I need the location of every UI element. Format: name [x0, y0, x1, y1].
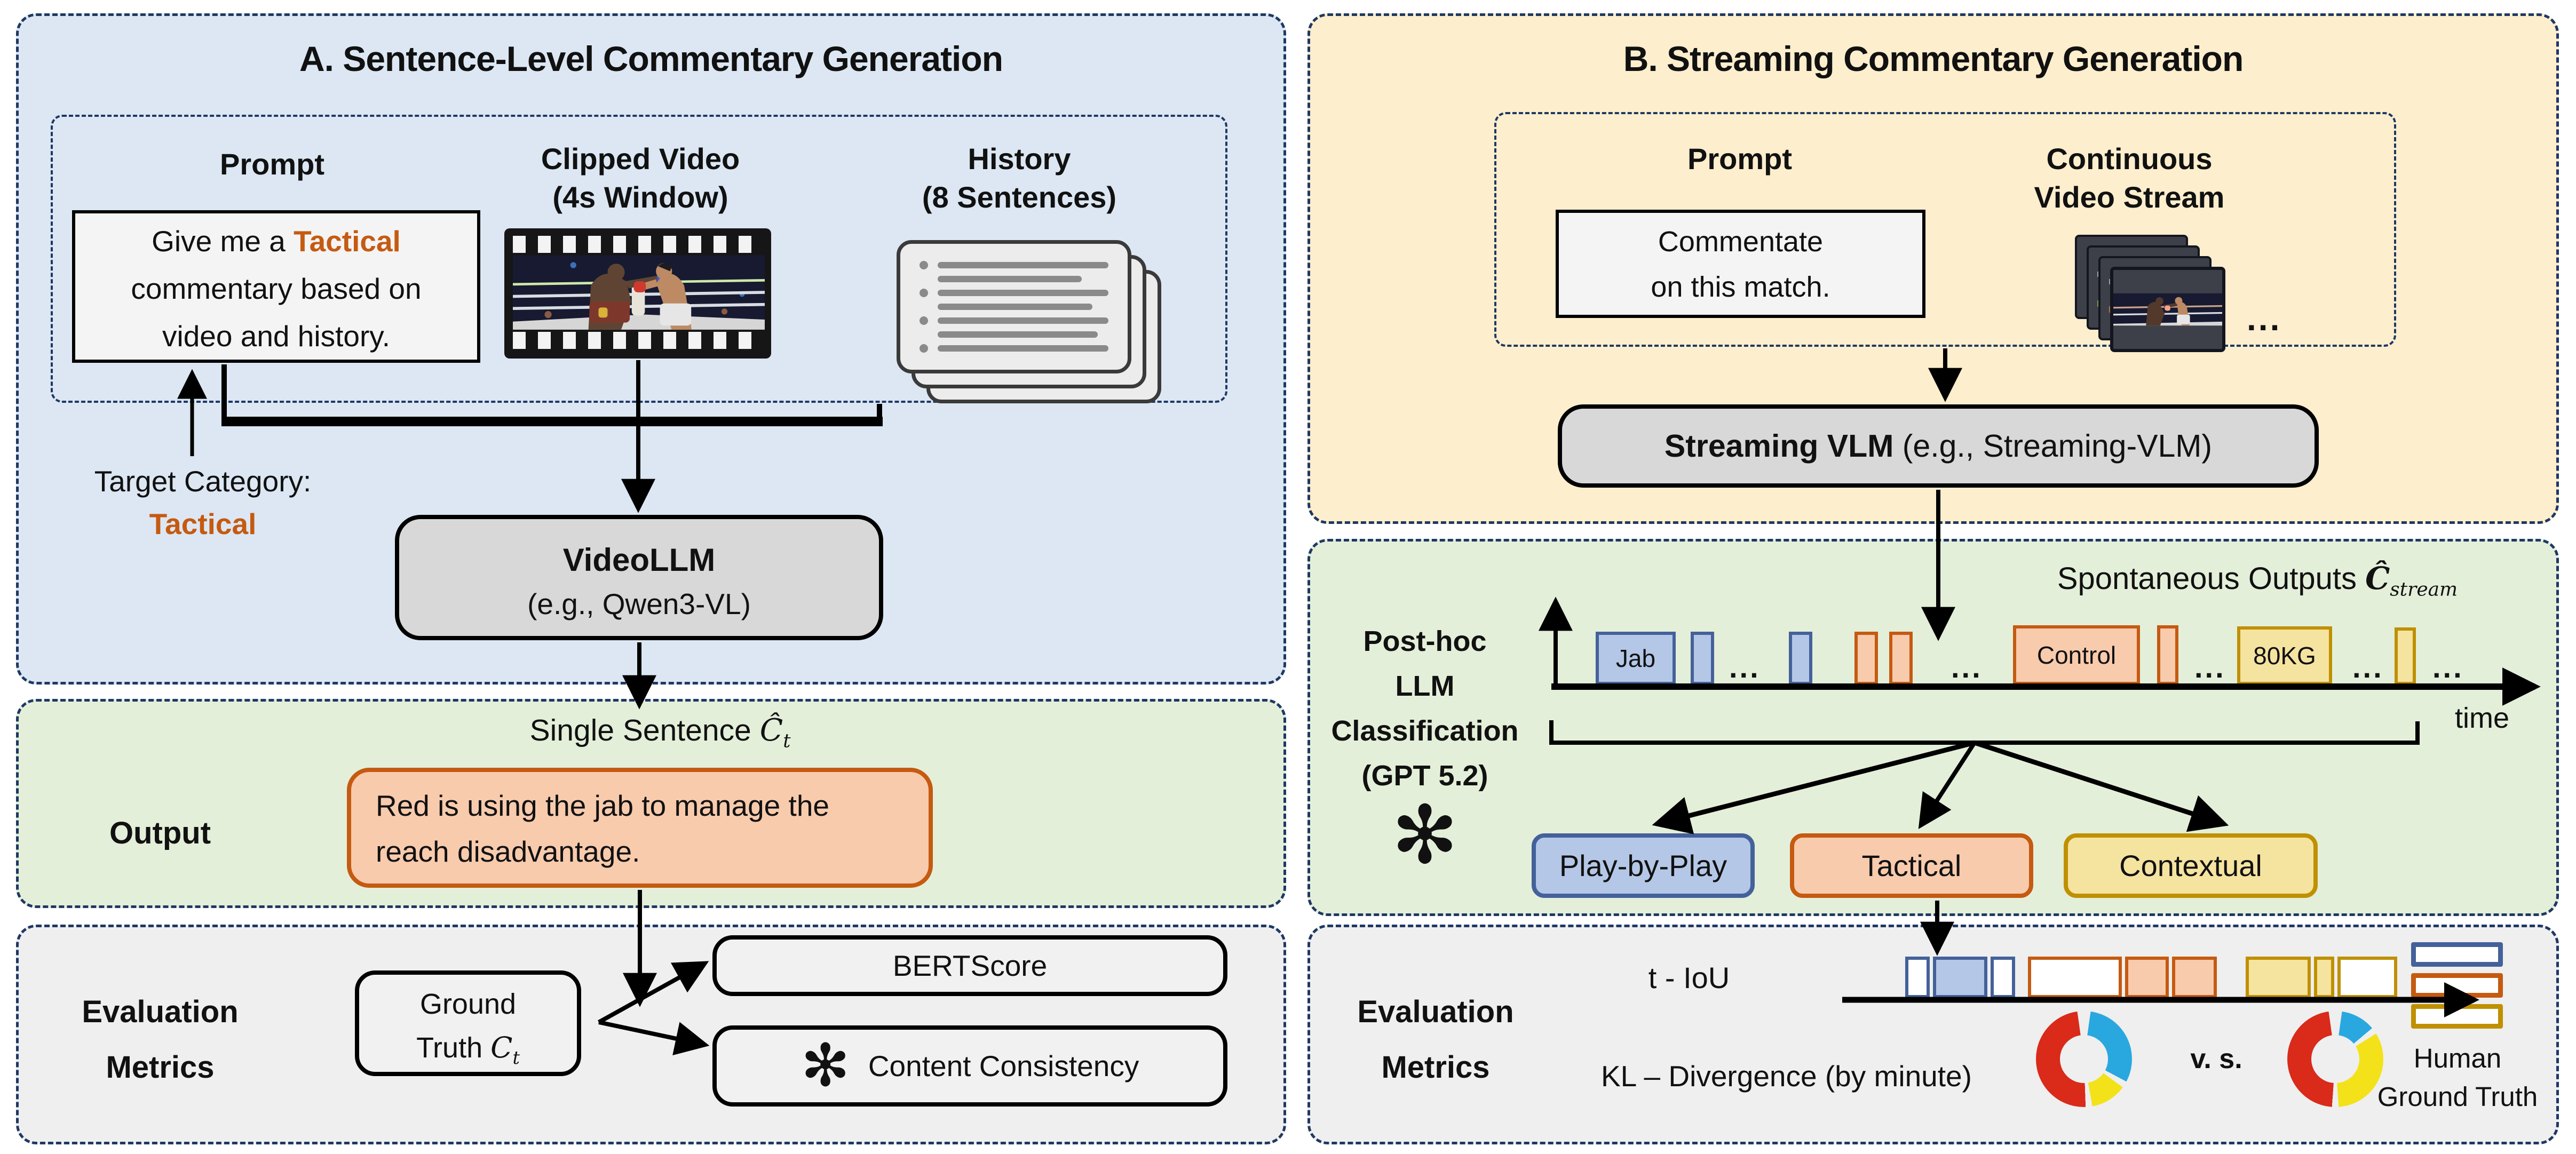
tiou-seg [2172, 957, 2217, 998]
videollm-name: VideoLLM [562, 542, 716, 578]
prompt-line1: Give me a Tactical [152, 225, 401, 258]
stream-frame-front [2110, 267, 2225, 352]
target-category-value: Tactical [149, 507, 257, 540]
human-ground-truth-label: Human Ground Truth [2377, 1043, 2538, 1112]
category-play-by-play: Play-by-Play [1532, 833, 1755, 898]
time-axis-label: time [2455, 702, 2510, 734]
stream-bar [1789, 632, 1812, 685]
film-sprockets-bottom [513, 332, 763, 349]
ground-truth-box: Ground Truth Ct [355, 970, 581, 1076]
prompt-label-a: Prompt [220, 147, 324, 181]
continuous-stream-label: Continuous Video Stream [2034, 142, 2225, 214]
tiou-seg [2314, 957, 2334, 998]
prompt-highlight-tactical: Tactical [294, 225, 401, 258]
kl-divergence-label: KL – Divergence (by minute) [1601, 1060, 1972, 1093]
stream-ellipsis: ... [2247, 299, 2282, 338]
stream-bar [1691, 632, 1714, 685]
legend-tactical [2411, 973, 2503, 998]
category-tactical: Tactical [1790, 833, 2033, 898]
panel-b-title: B. Streaming Commentary Generation [1623, 39, 2244, 78]
panel-a-title: A. Sentence-Level Commentary Generation [299, 39, 1003, 78]
legend-play-by-play [2411, 942, 2503, 967]
streaming-vlm-example: (e.g., Streaming-VLM) [1902, 428, 2213, 464]
videollm-box: VideoLLM (e.g., Qwen3-VL) [395, 515, 883, 640]
prompt-label-b: Prompt [1687, 142, 1792, 176]
prompt-box-b: Commentate on this match. [1556, 210, 1925, 318]
streaming-vlm-box: Streaming VLM (e.g., Streaming-VLM) [1558, 404, 2319, 488]
prompt-box-a: Give me a Tactical commentary based on v… [72, 210, 480, 363]
stream-dots: ... [2194, 650, 2226, 684]
tiou-seg [2028, 957, 2122, 998]
eval-metrics-label-b: Evaluation Metrics [1357, 994, 1514, 1085]
spontaneous-outputs-heading: Spontaneous Outputs Ĉstream [2057, 560, 2458, 601]
eval-metrics-label-a: Evaluation Metrics [82, 994, 239, 1085]
posthoc-classifier-label: Post-hoc LLM Classification (GPT 5.2) [1331, 625, 1519, 792]
stream-dots: ... [1729, 650, 1761, 684]
openai-logo-icon: ✻ [1391, 790, 1459, 880]
ground-truth-distribution-donut [2287, 1011, 2383, 1107]
stream-dots: ... [1951, 650, 1983, 684]
panel-b-input-group [1494, 112, 2396, 347]
tiou-seg [1905, 957, 1930, 998]
stream-bar [2395, 627, 2416, 685]
tiou-label: t - IoU [1648, 961, 1730, 994]
clipped-video-label: Clipped Video (4s Window) [541, 142, 740, 214]
prompt-line2: commentary based on [131, 272, 422, 305]
film-strip-icon [504, 228, 771, 359]
output-sentence-box: Red is using the jab to manage the reach… [347, 768, 933, 888]
output-label: Output [109, 816, 211, 850]
content-consistency-box: ✻ Content Consistency [712, 1025, 1227, 1107]
target-category: Target Category: Tactical [32, 460, 374, 545]
stream-bar-control: Control [2013, 625, 2140, 685]
tiou-seg [2337, 957, 2397, 998]
videollm-example: (e.g., Qwen3-VL) [527, 587, 751, 620]
target-category-label: Target Category: [94, 465, 312, 498]
tiou-seg [2125, 957, 2169, 998]
openai-logo-icon: ✻ [800, 1033, 850, 1099]
tiou-seg [1991, 957, 2015, 998]
legend-contextual [2411, 1004, 2503, 1029]
stream-bar [1889, 632, 1913, 685]
stream-bar [2157, 625, 2178, 685]
tiou-seg [1933, 957, 1987, 998]
prompt-line3: video and history. [162, 320, 390, 353]
boxing-scene [513, 255, 765, 330]
bertscore-box: BERTScore [712, 935, 1227, 996]
history-card-front [897, 240, 1131, 373]
stream-bar [1854, 632, 1878, 685]
film-sprockets-top [513, 236, 763, 253]
tiou-seg [2246, 957, 2311, 998]
predicted-distribution-donut [2036, 1011, 2132, 1107]
stream-dots: ... [2432, 650, 2464, 684]
stream-bar-jab: Jab [1596, 632, 1676, 685]
streaming-vlm-name: Streaming VLM [1664, 428, 1903, 464]
history-label: History (8 Sentences) [922, 142, 1117, 214]
stream-boxing-scene [2113, 293, 2222, 326]
single-sentence-heading: Single Sentence Ĉt [529, 713, 791, 752]
stream-bar-80kg: 80KG [2237, 626, 2332, 685]
vs-label: v. s. [2190, 1044, 2242, 1075]
category-contextual: Contextual [2064, 833, 2318, 898]
stream-dots: ... [2352, 650, 2384, 684]
